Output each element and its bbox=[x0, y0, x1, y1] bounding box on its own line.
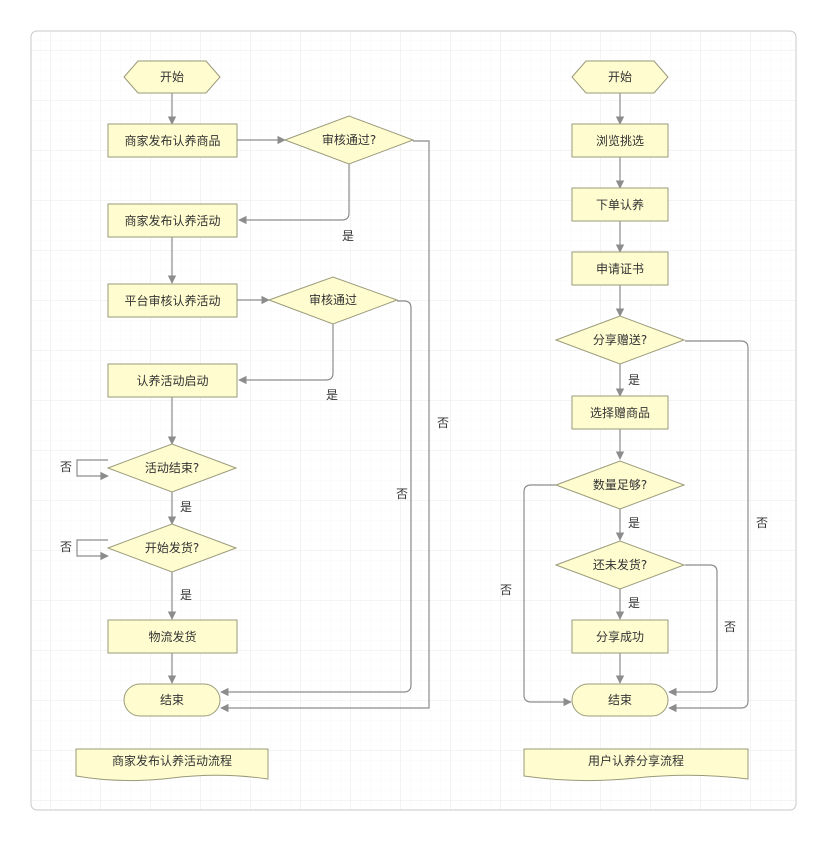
node-share-gift-label: 分享赠送? bbox=[593, 332, 647, 347]
label-review2-yes: 是 bbox=[326, 388, 338, 402]
node-activity-end-check-label: 活动结束? bbox=[145, 461, 199, 475]
edge-activity-end-no-loop bbox=[76, 459, 109, 481]
node-left-end-label: 结束 bbox=[160, 693, 184, 707]
node-activity-end-check[interactable]: 活动结束? bbox=[106, 443, 238, 493]
node-right-end[interactable]: 结束 bbox=[571, 683, 669, 717]
node-review1-label: 审核通过? bbox=[322, 132, 376, 147]
node-right-end-label: 结束 bbox=[608, 693, 632, 707]
label-activity-end-yes: 是 bbox=[180, 500, 192, 514]
right-flow-nodes: 开始 浏览挑选 下单认养 申请证书 分享赠送? 选择赠商品 数量足够? 还未发 bbox=[523, 60, 749, 782]
node-review2-label: 审核通过 bbox=[309, 292, 357, 307]
node-not-shipped-label: 还未发货? bbox=[593, 557, 647, 572]
node-order-label: 下单认养 bbox=[596, 197, 644, 212]
node-publish-activity-label: 商家发布认养活动 bbox=[124, 213, 220, 228]
node-choose-gift-label: 选择赠商品 bbox=[590, 405, 650, 420]
label-review2-no: 否 bbox=[396, 487, 408, 501]
edge-review1-yes bbox=[238, 164, 350, 225]
caption-left: 商家发布认养活动流程 bbox=[75, 748, 269, 782]
node-qty-enough-label: 数量足够? bbox=[593, 477, 647, 492]
caption-right: 用户认养分享流程 bbox=[523, 748, 749, 782]
edge-r-share-no bbox=[668, 340, 749, 713]
edge-review2-no bbox=[220, 300, 412, 697]
label-activity-end-no: 否 bbox=[60, 460, 72, 474]
right-edge-labels: 是 是 是 否 否 否 bbox=[500, 373, 768, 634]
label-review1-no: 否 bbox=[437, 416, 449, 430]
label-review1-yes: 是 bbox=[342, 229, 354, 243]
node-left-start[interactable]: 开始 bbox=[123, 60, 221, 94]
node-share-success[interactable]: 分享成功 bbox=[571, 619, 669, 654]
node-browse-label: 浏览挑选 bbox=[596, 133, 644, 148]
node-choose-gift[interactable]: 选择赠商品 bbox=[571, 395, 669, 430]
caption-right-label: 用户认养分享流程 bbox=[588, 753, 684, 768]
node-apply-cert[interactable]: 申请证书 bbox=[571, 251, 669, 286]
node-browse[interactable]: 浏览挑选 bbox=[571, 123, 669, 158]
node-share-success-label: 分享成功 bbox=[596, 629, 644, 644]
node-publish-activity[interactable]: 商家发布认养活动 bbox=[107, 203, 238, 238]
label-share-no: 否 bbox=[756, 516, 768, 530]
node-right-start-label: 开始 bbox=[608, 70, 632, 84]
left-flow-edges bbox=[76, 93, 430, 713]
node-order[interactable]: 下单认养 bbox=[571, 187, 669, 222]
edge-review1-no bbox=[220, 140, 430, 713]
caption-left-label: 商家发布认养活动流程 bbox=[112, 753, 232, 768]
label-shipped-yes: 是 bbox=[628, 596, 640, 610]
node-qty-enough[interactable]: 数量足够? bbox=[554, 460, 686, 510]
node-start-shipping-check[interactable]: 开始发货? bbox=[106, 523, 238, 573]
node-platform-review-label: 平台审核认养活动 bbox=[124, 293, 220, 308]
edge-r-shipped-no bbox=[668, 564, 718, 697]
node-start-shipping-check-label: 开始发货? bbox=[145, 540, 199, 555]
node-share-gift[interactable]: 分享赠送? bbox=[554, 315, 686, 365]
node-not-shipped[interactable]: 还未发货? bbox=[554, 540, 686, 590]
label-qty-no: 否 bbox=[500, 583, 512, 597]
node-activity-start[interactable]: 认养活动启动 bbox=[107, 363, 238, 398]
node-right-start[interactable]: 开始 bbox=[571, 60, 669, 94]
label-shipping-no: 否 bbox=[60, 540, 72, 554]
node-publish-goods-label: 商家发布认养商品 bbox=[124, 133, 220, 148]
label-qty-yes: 是 bbox=[628, 516, 640, 530]
node-left-start-label: 开始 bbox=[160, 70, 184, 84]
label-share-yes: 是 bbox=[628, 373, 640, 387]
edge-shipping-no-loop bbox=[76, 539, 109, 561]
left-edge-labels: 是 是 是 是 否 否 否 否 bbox=[60, 229, 449, 602]
node-left-end[interactable]: 结束 bbox=[123, 683, 221, 717]
node-apply-cert-label: 申请证书 bbox=[596, 262, 644, 276]
node-logistics[interactable]: 物流发货 bbox=[107, 619, 238, 654]
node-review1[interactable]: 审核通过? bbox=[283, 115, 415, 165]
node-review2[interactable]: 审核通过 bbox=[267, 276, 399, 325]
label-shipping-yes: 是 bbox=[180, 588, 192, 602]
label-shipped-no: 否 bbox=[724, 620, 736, 634]
right-flow-edges bbox=[523, 93, 749, 713]
node-logistics-label: 物流发货 bbox=[148, 629, 196, 644]
edge-r-qty-no bbox=[523, 484, 572, 707]
node-activity-start-label: 认养活动启动 bbox=[136, 373, 208, 388]
edge-review2-yes bbox=[238, 324, 334, 385]
left-flow-nodes: 开始 商家发布认养商品 审核通过? 商家发布认养活动 平台审核认养活动 审核通过… bbox=[75, 60, 415, 782]
node-platform-review[interactable]: 平台审核认养活动 bbox=[107, 283, 238, 318]
node-publish-goods[interactable]: 商家发布认养商品 bbox=[107, 123, 238, 158]
